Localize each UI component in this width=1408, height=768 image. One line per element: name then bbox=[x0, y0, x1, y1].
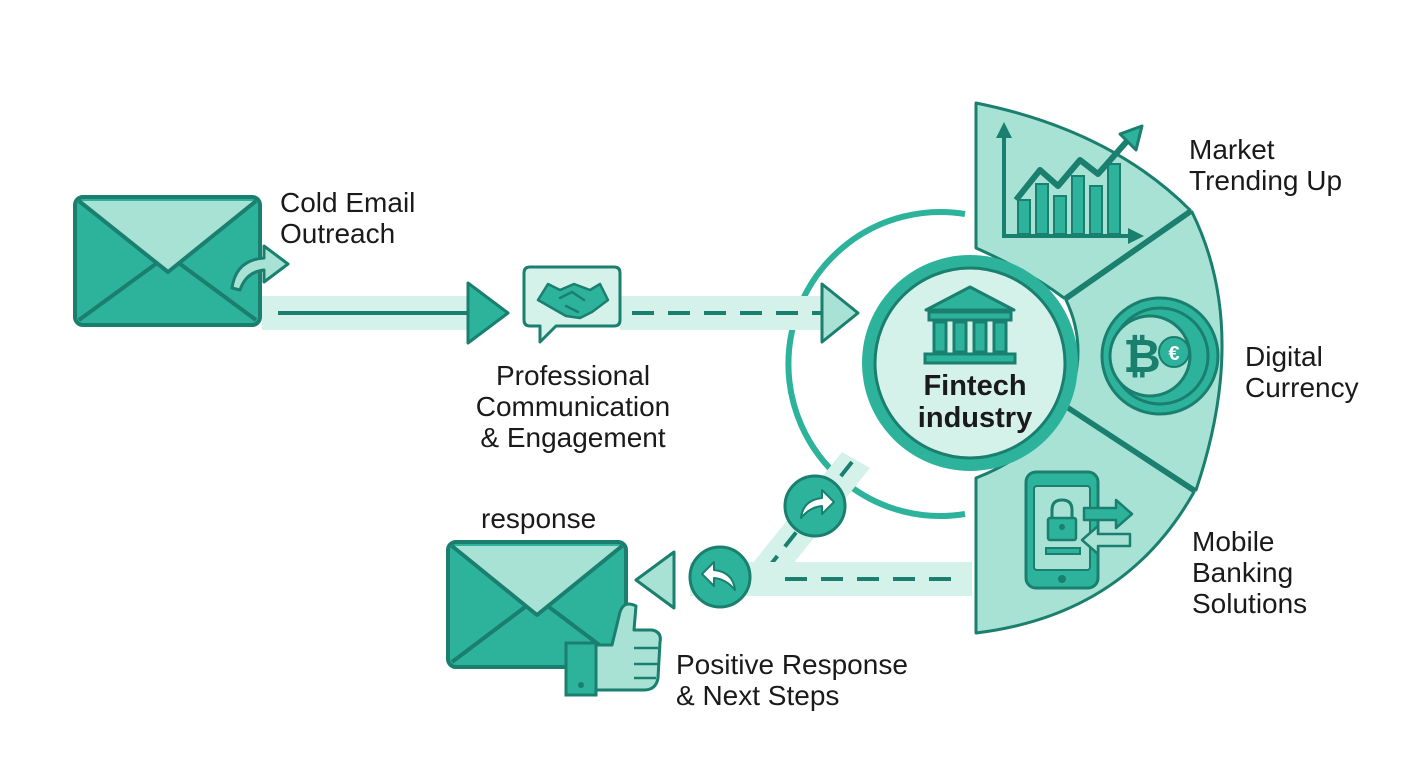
professional-label: Professional Communication & Engagement bbox=[468, 360, 678, 453]
professional-line2: Communication bbox=[475, 391, 671, 422]
svg-text:₿: ₿ bbox=[1123, 330, 1161, 382]
market-trending-label: Market Trending Up bbox=[1189, 134, 1342, 196]
digital-line1: Digital bbox=[1245, 341, 1323, 372]
professional-line1: Professional bbox=[495, 360, 651, 391]
outer-ring-arc bbox=[785, 209, 966, 519]
digital-line2: Currency bbox=[1245, 372, 1359, 403]
mobile-lock-transfer-icon bbox=[1024, 470, 1134, 590]
cold-email-line2: Outreach bbox=[280, 218, 396, 249]
market-line2: Trending Up bbox=[1189, 165, 1343, 196]
fintech-line1: Fintech bbox=[923, 370, 1027, 402]
professional-line3: & Engagement bbox=[480, 422, 666, 453]
reply-arrow-circle-icon bbox=[688, 545, 752, 609]
bitcoin-euro-coin-icon: ₿ € bbox=[1100, 296, 1220, 416]
fintech-center-label: Fintech industry bbox=[890, 370, 1060, 434]
positive-line1: Positive Response bbox=[676, 649, 908, 680]
positive-response-label: Positive Response & Next Steps bbox=[676, 649, 908, 711]
connector-engagement-to-fintech bbox=[620, 282, 860, 344]
cold-email-label: Cold Email Outreach bbox=[280, 187, 415, 249]
digital-currency-label: Digital Currency bbox=[1245, 341, 1359, 403]
connector-outreach-to-engagement bbox=[262, 281, 510, 345]
svg-text:€: € bbox=[1168, 343, 1179, 365]
response-title: response bbox=[481, 503, 597, 534]
bank-building-icon bbox=[923, 285, 1017, 365]
mobile-line1: Mobile bbox=[1192, 526, 1275, 557]
positive-line2: & Next Steps bbox=[676, 680, 840, 711]
cold-email-line1: Cold Email bbox=[280, 187, 416, 218]
mobile-line3: Solutions bbox=[1192, 588, 1308, 619]
outreach-arrow-icon bbox=[230, 244, 290, 292]
handshake-chat-icon bbox=[522, 265, 622, 344]
trend-chart-icon bbox=[996, 122, 1144, 244]
market-line1: Market bbox=[1189, 134, 1275, 165]
mobile-banking-label: Mobile Banking Solutions bbox=[1192, 526, 1307, 619]
envelope-icon bbox=[73, 195, 262, 327]
forward-arrow-circle-icon bbox=[783, 474, 847, 538]
mobile-line2: Banking bbox=[1192, 557, 1294, 588]
fintech-line2: industry bbox=[917, 402, 1033, 434]
envelope-thumbs-up-icon bbox=[446, 540, 662, 697]
